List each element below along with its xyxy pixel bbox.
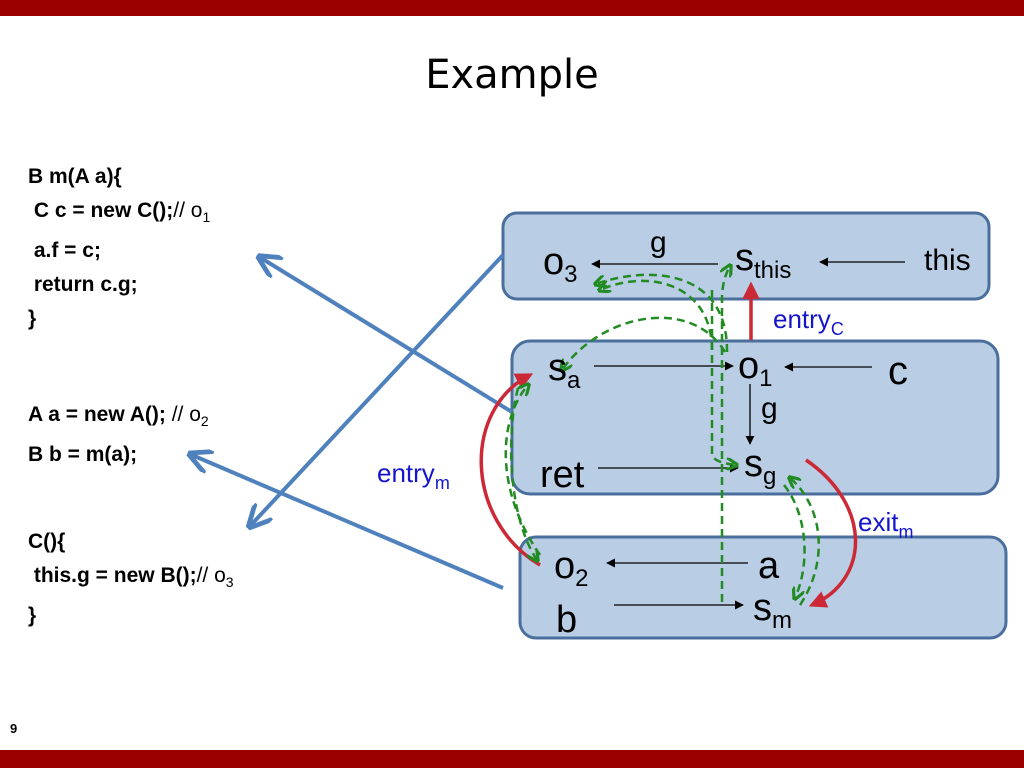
node-b: b (556, 599, 577, 641)
flow-sthis-to-sg (710, 290, 736, 465)
code-block-main: A a = new A(); // o2 B b = m(a); (28, 398, 209, 472)
code-line: C c = new C();// o1 (28, 199, 211, 226)
flow-o1-to-o3-b (600, 279, 714, 351)
code-block-constructor-c: C(){ this.g = new B();// o3} (28, 525, 234, 633)
exit-m-arrow (805, 458, 858, 608)
node-a: a (758, 545, 780, 587)
node-ret: ret (540, 454, 585, 496)
flow-sg-to-sm (783, 484, 806, 598)
code-line: B b = m(a); (28, 443, 138, 467)
link-arrow-method-to-code (261, 258, 514, 414)
top-banner (0, 0, 1024, 16)
link-arrow-ctor-to-code (251, 253, 505, 525)
slide-title: Example (425, 52, 599, 98)
flow-o1-to-sa (562, 316, 727, 370)
code-line: } (28, 307, 37, 331)
code-line: return c.g; (28, 273, 138, 297)
slide-number: 9 (10, 721, 18, 736)
code-line: C(){ (28, 530, 66, 553)
node-sm: sm (753, 587, 792, 634)
node-sthis: sthis (735, 237, 791, 284)
label-exit-m: exitm (858, 507, 913, 542)
edge-label-g-top: g (650, 226, 667, 259)
edge-label-g-mid: g (761, 392, 778, 425)
node-o1: o1 (738, 345, 773, 392)
node-this: this (924, 244, 971, 277)
code-block-method-m: B m(A a){ C c = new C();// o1 a.f = c; r… (28, 160, 210, 336)
node-o2: o2 (554, 545, 589, 592)
flow-o2-to-sa (504, 385, 542, 556)
flow-sm-to-sthis (722, 266, 730, 602)
flow-sm-to-sg (790, 478, 820, 606)
code-line: B m(A a){ (28, 165, 122, 188)
node-c: c (888, 349, 908, 393)
bottom-banner (0, 750, 1024, 768)
flow-o1-to-o3 (596, 273, 729, 353)
code-line: a.f = c; (28, 239, 101, 263)
link-arrow-main-to-code (192, 455, 504, 590)
code-line: A a = new A(); // o2 (28, 403, 209, 430)
node-sa: sa (548, 347, 581, 394)
box-main-scope (518, 535, 1008, 640)
node-sg: sg (744, 443, 776, 490)
label-entry-m: entrym (377, 458, 450, 493)
node-o3: o3 (543, 241, 578, 288)
entry-m-arrow (479, 373, 541, 567)
label-entry-c: entryC (773, 304, 844, 339)
flow-sa-to-o2 (509, 387, 537, 560)
code-line: } (28, 604, 37, 628)
code-line: this.g = new B();// o3 (28, 564, 234, 591)
